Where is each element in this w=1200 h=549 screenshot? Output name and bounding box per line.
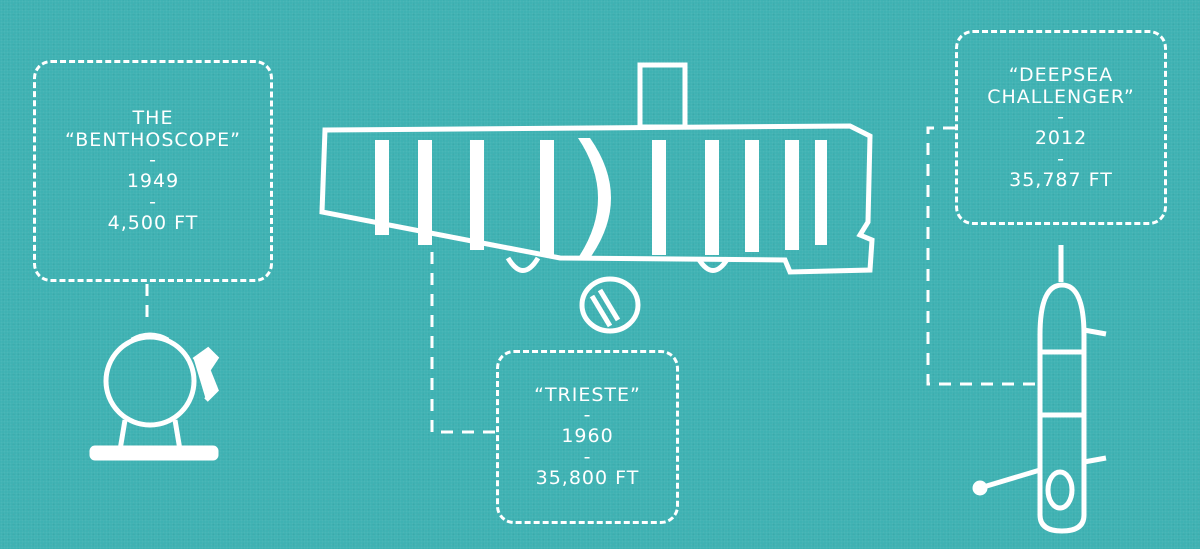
submersible-name: “TRIESTE” bbox=[534, 384, 641, 406]
connector-line bbox=[926, 126, 1036, 386]
submersible-name: “DEEPSEA bbox=[1008, 63, 1114, 86]
depth: 4,500 FT bbox=[107, 212, 199, 234]
submersible-name: “BENTHOSCOPE” bbox=[65, 129, 241, 151]
trieste-bathyscaphe-icon bbox=[319, 62, 875, 334]
deepsea-challenger-icon bbox=[972, 245, 1107, 534]
separator: - bbox=[149, 191, 157, 213]
depth: 35,787 FT bbox=[1009, 168, 1113, 191]
submersible-name: THE bbox=[132, 107, 174, 129]
year: 1949 bbox=[126, 170, 180, 192]
separator: - bbox=[1057, 105, 1065, 128]
depth: 35,800 FT bbox=[535, 467, 640, 489]
deepsea-challenger-label-card: “DEEPSEA CHALLENGER” - 2012 - 35,787 FT bbox=[955, 30, 1167, 225]
year: 2012 bbox=[1034, 126, 1088, 149]
year: 1960 bbox=[561, 425, 614, 447]
connector-line bbox=[430, 252, 497, 434]
separator: - bbox=[583, 446, 592, 468]
submersible-name: CHALLENGER” bbox=[987, 85, 1135, 108]
separator: - bbox=[149, 149, 157, 171]
benthoscope-label-card: THE “BENTHOSCOPE” - 1949 - 4,500 FT bbox=[33, 60, 273, 282]
benthoscope-sphere-icon bbox=[89, 332, 220, 461]
separator: - bbox=[583, 404, 592, 426]
separator: - bbox=[1057, 147, 1065, 170]
trieste-label-card: “TRIESTE” - 1960 - 35,800 FT bbox=[496, 350, 679, 524]
